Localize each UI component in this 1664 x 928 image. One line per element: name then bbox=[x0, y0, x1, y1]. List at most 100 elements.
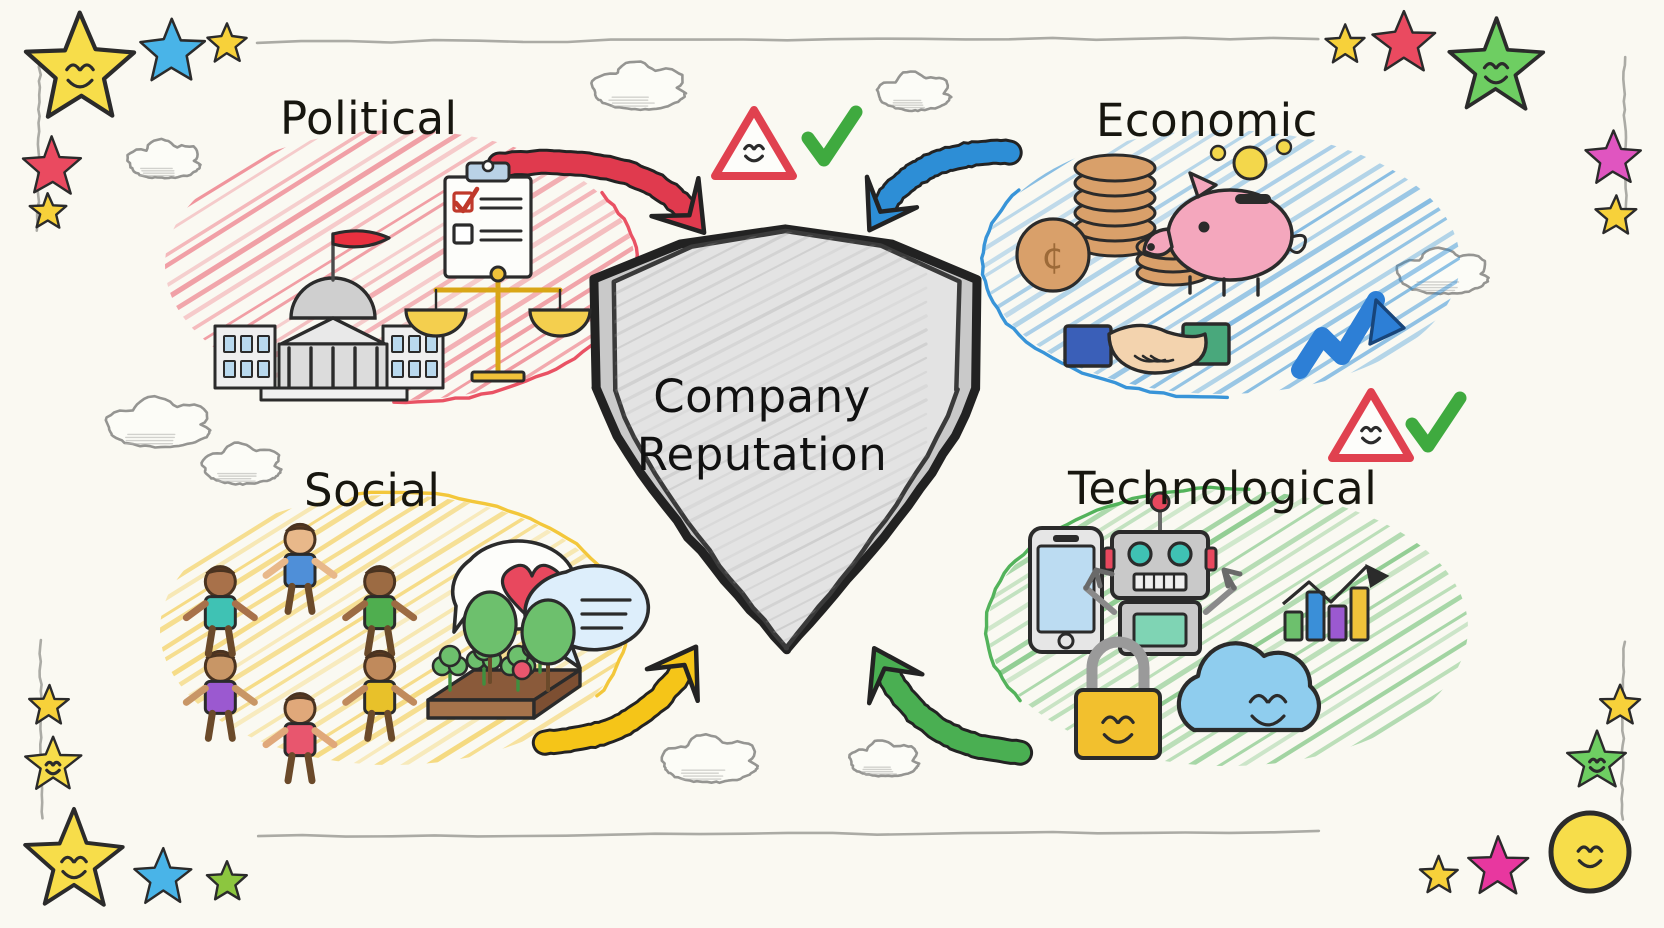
robot-mouth bbox=[1132, 572, 1188, 592]
mouth bbox=[1483, 75, 1509, 85]
border-line bbox=[1619, 640, 1627, 821]
scale-pan bbox=[404, 308, 468, 338]
cloud-icon bbox=[848, 739, 921, 778]
person-hair bbox=[205, 565, 236, 575]
arrow-head bbox=[864, 174, 920, 233]
person-arm bbox=[262, 557, 289, 579]
robot-ear bbox=[1204, 546, 1218, 572]
clouds-layer bbox=[104, 60, 1490, 785]
coin-slot bbox=[1235, 194, 1271, 204]
person-leg bbox=[304, 582, 316, 615]
window bbox=[425, 335, 438, 353]
quadrant-label-economic: Economic bbox=[1096, 94, 1318, 147]
decor-star-icon bbox=[1324, 23, 1366, 64]
antenna-light bbox=[1149, 491, 1171, 513]
eye-right bbox=[1369, 425, 1382, 433]
decor-star-icon bbox=[139, 17, 207, 82]
star-face bbox=[1588, 757, 1606, 773]
eye-left bbox=[1248, 693, 1269, 704]
eye-right bbox=[79, 63, 95, 72]
eye-left bbox=[743, 143, 756, 151]
cloud-outline bbox=[126, 137, 202, 180]
falling-coin bbox=[1232, 145, 1268, 181]
warning-triangle-smiley-icon bbox=[1328, 388, 1414, 462]
arrow-body bbox=[875, 658, 1031, 763]
scale-knob bbox=[489, 265, 507, 283]
person bbox=[262, 522, 338, 615]
person-body bbox=[203, 679, 237, 715]
arrow-head bbox=[649, 175, 707, 235]
speaker-grille bbox=[1053, 535, 1079, 542]
piggy-ear bbox=[1188, 171, 1218, 199]
star-shape bbox=[1467, 835, 1530, 895]
robot-ear bbox=[1102, 546, 1116, 572]
window bbox=[391, 335, 404, 353]
person-body bbox=[203, 595, 237, 631]
arrows-layer bbox=[486, 138, 1034, 766]
arrow-political bbox=[486, 148, 707, 235]
robot-panel bbox=[1132, 612, 1188, 648]
falling-coin-small bbox=[1209, 144, 1227, 162]
star-shape bbox=[206, 22, 248, 63]
garden-frame-side bbox=[532, 668, 582, 720]
smartphone-screen bbox=[1036, 544, 1096, 634]
person-leg bbox=[284, 582, 296, 615]
decor-star-icon bbox=[23, 806, 125, 907]
quadrant-label-social: Social bbox=[304, 464, 441, 517]
social-edge bbox=[355, 490, 628, 698]
person bbox=[182, 565, 258, 658]
economic-edge bbox=[979, 188, 1229, 400]
person-leg bbox=[364, 709, 376, 742]
arrow-economic bbox=[864, 138, 1023, 233]
sleeve-left bbox=[1063, 324, 1113, 368]
arrow-body bbox=[489, 151, 700, 226]
person-arm bbox=[391, 600, 418, 622]
person-leg bbox=[204, 625, 216, 658]
coin-symbol: ¢ bbox=[1042, 236, 1065, 277]
person-body bbox=[363, 595, 397, 631]
star-face bbox=[60, 855, 88, 880]
person-leg bbox=[384, 625, 396, 658]
border-line bbox=[255, 36, 1320, 45]
person-hair bbox=[364, 565, 395, 575]
trend-line bbox=[1291, 291, 1385, 379]
person-hair bbox=[364, 650, 395, 660]
triangle-face bbox=[743, 143, 765, 163]
border-line bbox=[38, 638, 44, 820]
window bbox=[240, 360, 253, 378]
cloud-icon bbox=[660, 733, 760, 785]
piggy-body bbox=[1166, 188, 1294, 282]
star-face bbox=[44, 760, 62, 776]
star-shape bbox=[1447, 16, 1546, 111]
decor-star-icon bbox=[205, 860, 248, 901]
triangle-outline bbox=[1328, 388, 1414, 462]
decor-star-icon bbox=[24, 735, 83, 790]
person-arm bbox=[391, 684, 418, 706]
eye-left bbox=[60, 855, 76, 864]
person-arm bbox=[182, 684, 209, 706]
chart-bar bbox=[1305, 590, 1326, 642]
person-hair bbox=[205, 650, 236, 660]
padlock-body bbox=[1074, 688, 1162, 760]
star-shape bbox=[23, 806, 125, 907]
star-shape bbox=[1584, 129, 1642, 184]
chart-bar bbox=[1283, 610, 1304, 642]
clip-ring bbox=[481, 159, 495, 173]
person bbox=[182, 649, 258, 742]
window bbox=[240, 335, 253, 353]
star-shape bbox=[1566, 729, 1627, 788]
star-shape bbox=[205, 860, 248, 901]
robot-eye bbox=[1167, 541, 1193, 567]
social-icons bbox=[182, 522, 651, 785]
person-leg bbox=[284, 752, 296, 785]
arrow-social bbox=[531, 644, 700, 756]
star-shape bbox=[1371, 9, 1437, 72]
garden-frame-front bbox=[426, 698, 536, 720]
chart-arrowhead bbox=[1365, 563, 1390, 588]
mouth bbox=[1250, 714, 1286, 727]
decor-star-icon bbox=[1594, 194, 1638, 235]
person-arm bbox=[342, 600, 369, 622]
political-icons bbox=[213, 159, 592, 402]
person-leg bbox=[224, 625, 236, 658]
person-body bbox=[363, 679, 397, 715]
